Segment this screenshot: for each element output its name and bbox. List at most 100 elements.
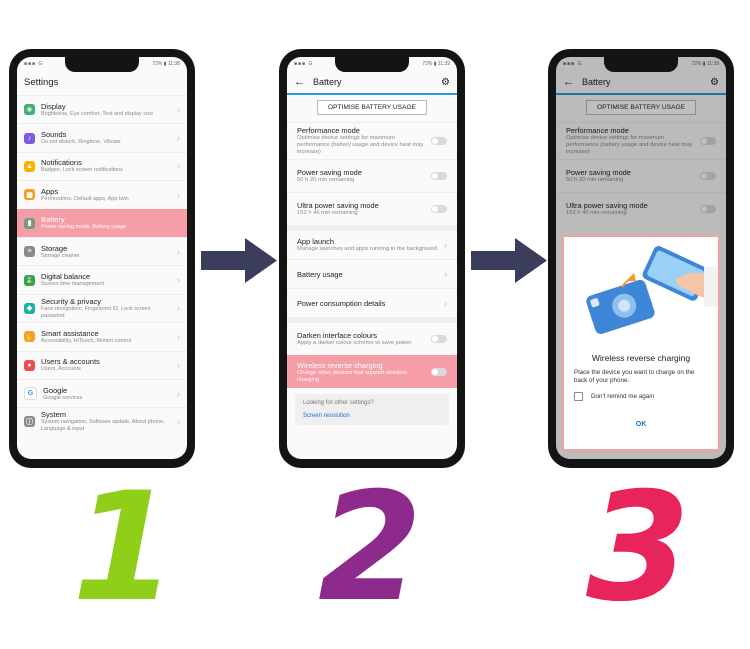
- battery-row-title: Wireless reverse charging: [297, 360, 383, 370]
- gear-icon[interactable]: ⚙: [710, 76, 719, 88]
- battery-row-title: Power saving mode: [566, 168, 631, 177]
- battery-row-subtitle: 152 h 46 min remaining: [297, 210, 358, 216]
- ok-button[interactable]: OK: [635, 421, 647, 428]
- google-icon: G: [24, 387, 37, 401]
- step-number-1: 1: [72, 461, 177, 635]
- phone-battery: ■■■ G 72% ▮ 11:39 ← Battery ⚙ OPTIMISE B…: [279, 49, 465, 468]
- settings-item-subtitle: Brightness, Eye comfort, Text and displa…: [41, 110, 154, 117]
- battery-row-title: Darken interface colours: [297, 331, 378, 340]
- chevron-right-icon: ›: [177, 218, 180, 229]
- back-arrow-icon[interactable]: ←: [294, 76, 305, 88]
- settings-item-subtitle: Permissions, Default apps, App twin: [41, 195, 129, 202]
- battery-row-subtitle: Optimise device settings for maximum per…: [297, 135, 424, 155]
- apps-icon: ▦: [24, 189, 35, 201]
- status-right: 72% ▮ 11:38: [152, 61, 180, 67]
- chevron-right-icon: ›: [177, 416, 180, 427]
- battery-row-text: Power consumption details: [297, 299, 441, 308]
- toggle-switch[interactable]: [700, 137, 716, 145]
- battery-row-subtitle: Apply a darker colour scheme to save pow…: [297, 340, 412, 346]
- chevron-right-icon: ›: [444, 298, 447, 308]
- chevron-right-icon: ›: [177, 303, 180, 314]
- settings-item-title: Storage: [41, 243, 68, 253]
- settings-item-subtitle: Screen time management: [41, 281, 104, 288]
- battery-row-battery-usage[interactable]: Battery usage›: [287, 259, 457, 288]
- optimise-battery-button[interactable]: OPTIMISE BATTERY USAGE: [317, 100, 427, 115]
- optimise-battery-button[interactable]: OPTIMISE BATTERY USAGE: [586, 100, 696, 115]
- arrow-right-icon: [201, 238, 277, 283]
- chevron-right-icon: ›: [177, 104, 180, 115]
- user-icon: ●: [24, 359, 35, 371]
- settings-item-title: Users & accounts: [41, 357, 100, 367]
- settings-item-subtitle: Users, Accounts: [41, 366, 81, 373]
- phone-dialog: ■■■ G 72% ▮ 11:39 ← Battery ⚙ OPTIMISE B…: [548, 49, 734, 468]
- reverse-charging-illustration: [564, 237, 718, 349]
- chevron-right-icon: ›: [444, 269, 447, 279]
- battery-row-power-consumption-details[interactable]: Power consumption details›: [287, 288, 457, 317]
- battery-row-title: Performance mode: [566, 126, 629, 135]
- toggle-switch[interactable]: [431, 335, 447, 343]
- toggle-switch[interactable]: [431, 172, 447, 180]
- settings-item-subtitle: Storage cleaner: [41, 252, 80, 259]
- toggle-switch[interactable]: [431, 137, 447, 145]
- section-gap: [287, 225, 457, 230]
- chevron-right-icon: ›: [177, 161, 180, 172]
- screen-resolution-link[interactable]: Screen resolution: [303, 413, 350, 419]
- dialog-message: Place the device you want to charge on t…: [574, 369, 695, 384]
- settings-item-title: Display: [41, 101, 66, 111]
- toggle-switch[interactable]: [431, 205, 447, 213]
- gear-icon[interactable]: ⚙: [441, 76, 450, 88]
- battery-row-subtitle: Manage launches and apps running in the …: [297, 246, 437, 252]
- settings-item-title: Battery: [41, 215, 65, 225]
- settings-item-subtitle: Face recognition, Fingerprint ID, Lock s…: [41, 305, 151, 319]
- status-bar: ■■■ G 72% ▮ 11:38: [17, 57, 187, 71]
- settings-item-title: Security & privacy: [41, 296, 102, 306]
- toggle-switch[interactable]: [431, 368, 447, 376]
- battery-row-subtitle: 50 h 20 min remaining: [297, 177, 355, 183]
- back-arrow-icon[interactable]: ←: [563, 76, 574, 88]
- toggle-switch[interactable]: [700, 205, 716, 213]
- battery-row-title: Performance mode: [297, 126, 360, 135]
- battery-row-title: Ultra power saving mode: [297, 201, 379, 210]
- arrow-right-icon: [471, 238, 547, 283]
- phones-charging-icon: [586, 246, 718, 334]
- dont-remind-checkbox-row[interactable]: Don't remind me again: [574, 392, 708, 401]
- battery-screen-dialog: ■■■ G 72% ▮ 11:39 ← Battery ⚙ OPTIMISE B…: [556, 57, 726, 459]
- settings-item-title: Notifications: [41, 158, 82, 168]
- dont-remind-checkbox[interactable]: [574, 392, 583, 401]
- toggle-switch[interactable]: [700, 172, 716, 180]
- settings-item-title: Smart assistance: [41, 328, 99, 338]
- page-title: Battery: [582, 77, 611, 87]
- chevron-right-icon: ›: [177, 133, 180, 144]
